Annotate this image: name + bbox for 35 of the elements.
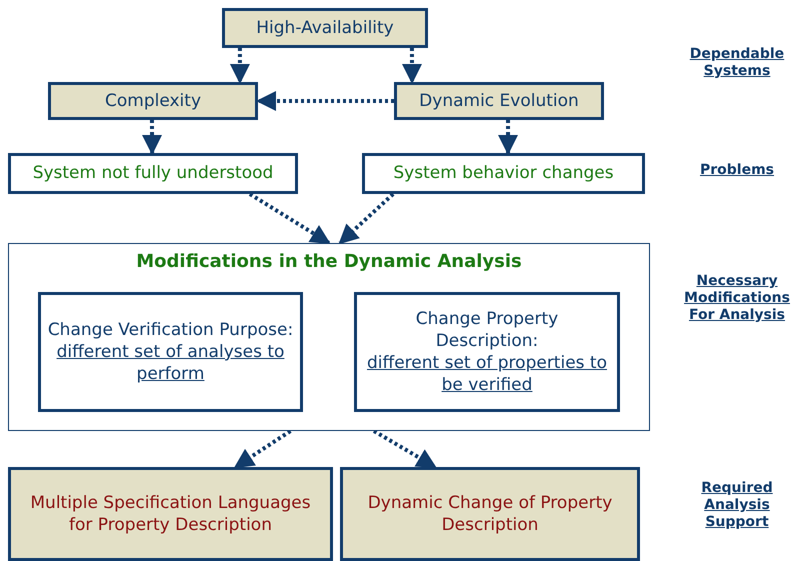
level-heading: Dependable Systems xyxy=(688,46,786,80)
container-panel xyxy=(8,243,650,431)
problem-box xyxy=(362,153,645,194)
panel-heading: Modifications in the Dynamic Analysis xyxy=(135,250,523,274)
arrow xyxy=(248,192,331,245)
node-label: Dynamic Change of Property Description xyxy=(366,492,614,536)
node-label: High-Availability xyxy=(255,16,395,40)
node-label: Complexity xyxy=(104,90,202,112)
node-label: System behavior changes xyxy=(392,162,615,185)
arrow xyxy=(372,429,437,469)
process-box xyxy=(394,82,604,120)
problem-box xyxy=(8,153,298,194)
arrow xyxy=(402,48,422,84)
arrow xyxy=(338,192,394,244)
process-box xyxy=(38,292,303,412)
description-text: different set of properties to be verified xyxy=(366,352,608,396)
arrow xyxy=(230,48,250,84)
arrow xyxy=(142,120,162,155)
level-heading: Necessary Modifications For Analysis xyxy=(683,273,791,324)
node-label: Change Property Description: xyxy=(414,308,560,352)
description-text: different set of analyses to perform xyxy=(56,340,286,386)
node-label: Multiple Specification Languages for Property Description xyxy=(29,492,312,536)
arrow xyxy=(234,429,292,469)
process-box xyxy=(354,292,620,412)
node-label: System not fully understood xyxy=(32,162,274,185)
arrow xyxy=(498,120,518,155)
process-box xyxy=(222,8,428,48)
node-label: Dynamic Evolution xyxy=(418,90,580,112)
arrow xyxy=(256,91,394,111)
process-box xyxy=(340,467,640,561)
process-box xyxy=(8,467,333,561)
level-heading: Required Analysis Support xyxy=(700,480,774,530)
level-heading: Problems xyxy=(698,162,776,179)
process-box xyxy=(48,82,258,120)
node-label: Change Verification Purpose: xyxy=(46,318,294,341)
